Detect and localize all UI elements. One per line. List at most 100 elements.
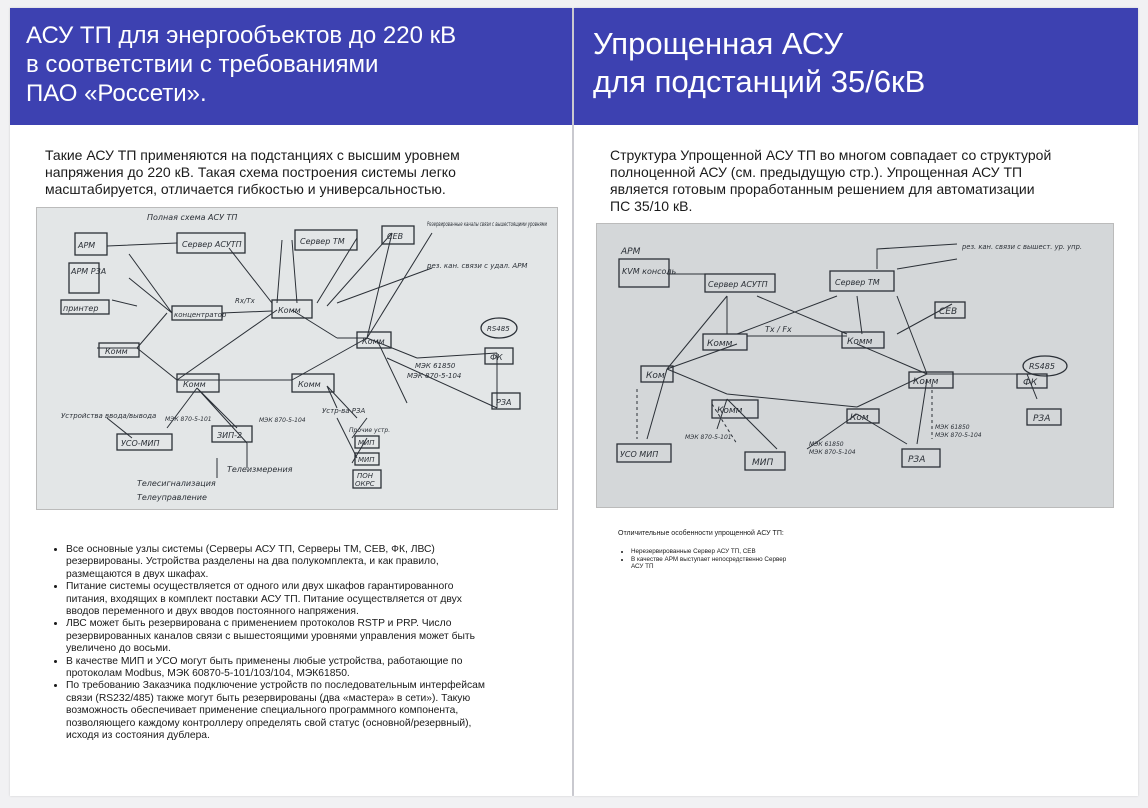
bullet-item: ЛВС может быть резервирована с применени… [66,618,566,655]
bullet-line: позволяющего каждому контроллеру определ… [66,717,472,729]
feature-line: В качестве АРМ выступает непосредственно… [631,555,787,563]
label-kvm: KVM консоль [622,267,677,276]
bullet-line: размещаются в двух шкафах. [66,568,209,580]
node-rs485 [1022,355,1068,377]
node-uso-mip [116,433,173,451]
bullet-item: Питание системы осуществляется от одного… [66,581,566,618]
label-server-asutp: Сервер АСУТП [708,280,768,289]
label-reserve-top: Резервированные каналы связи с вышестоящ… [427,221,547,228]
node-arm2 [68,262,100,294]
bullet-item: В качестве МИП и УСО могут быть применен… [66,656,566,681]
intro-line: Такие АСУ ТП применяются на подстанциях … [45,147,460,163]
node-komm4 [711,399,759,419]
left-bullet-list: Все основные узлы системы (Серверы АСУ Т… [50,544,566,743]
label-mek870: МЭК 870-5-104 [407,372,461,380]
right-title-line: Упрощенная АСУ [593,26,843,61]
diagram-header-note: Полная схема АСУ ТП [147,213,237,222]
feature-line: АСУ ТП [631,563,654,570]
label-mip: ЗИП-2 [217,431,242,440]
node-komm6 [908,371,954,389]
intro-line: масштабируется, отличается гибкостью и у… [45,181,446,197]
label-server-tm: Сервер ТМ [835,278,880,287]
bullet-line: Все основные узлы системы (Серверы АСУ Т… [66,544,435,555]
feature-item: В качестве АРМ выступает непосредственно… [631,556,786,571]
node-fk [484,347,514,365]
node-arm1 [74,232,108,256]
label-sev: СЕВ [387,232,403,241]
label-komm6: Комм [913,377,939,387]
node-komm5 [846,408,880,424]
features-list: Нерезервированные Сервер АСУ ТП, СЕВ В к… [622,548,786,571]
dashed-wires [636,384,933,445]
label-txrx: Rx/Tx [235,297,256,305]
node-mip1 [354,435,380,449]
label-komm-c: Комм [278,306,301,315]
label-mek61850b: МЭК 61850 [935,424,970,431]
feature-item: Нерезервированные Сервер АСУ ТП, СЕВ [631,548,786,556]
label-okrs: ОКРС [355,480,375,488]
diagram-boxes [616,258,1068,471]
node-server-tm [294,229,358,251]
label-rza: РЗА [496,398,511,407]
bullet-line: резервированы. Устройства разделены на д… [66,556,439,568]
node-konc [171,305,223,321]
feature-line: Нерезервированные Сервер АСУ ТП, СЕВ [631,548,756,555]
left-title-line: АСУ ТП для энергообъектов до 220 кВ [26,22,457,49]
label-mek101: МЭК 870-5-101 [165,416,212,423]
label-mek104b: МЭК 870-5-104 [935,432,982,439]
bullet-line: Питание системы осуществляется от одного… [66,581,454,593]
label-komm1: Комм [707,339,733,349]
intro-line: ПС 35/10 кВ. [610,198,693,214]
diagram-labels: АРМ KVM консоль Сервер АСУТП Сервер ТМ С… [620,243,1082,468]
node-komm-r [356,331,392,349]
bullet-line: вводов переменного и двух вводов постоян… [66,606,359,618]
label-komm-m1: Комм [183,380,206,389]
label-ustr-rza: Устр-ва РЗА [322,407,366,415]
label-uso-mip: УСО-МИП [121,439,160,448]
node-rza-b [901,448,941,468]
node-sev [381,225,415,245]
label-komm5: Ком [850,413,869,423]
node-kvm [618,258,670,288]
right-hand-drawn-diagram: АРМ KVM консоль Сервер АСУТП Сервер ТМ С… [616,243,1082,471]
label-sev: СЕВ [939,307,957,317]
node-server-asutp [704,273,776,293]
label-mip1: МИП [358,439,375,447]
bullet-item: Все основные узлы системы (Серверы АСУ Т… [66,544,566,581]
left-title-line: ПАО «Россети». [26,80,207,107]
intro-line: полноценной АСУ (см. предыдущую стр.). У… [610,164,1023,180]
node-komm1 [702,333,748,351]
right-intro: Структура Упрощенной АСУ ТП во многом со… [610,147,1110,215]
node-mip [211,425,253,443]
bullet-line: По требованию Заказчика подключение устр… [66,680,485,692]
label-txfx: Tx / Fx [765,325,792,334]
label-komm3: Ком [646,371,665,381]
node-pon-okrs [352,469,382,489]
node-server-tm [829,270,895,292]
node-printer [60,299,110,315]
label-server-tm: Сервер ТМ [300,237,345,246]
label-telecontrol: Телеуправление [137,493,207,502]
bullet-line: питания, входящих в комплект поставки АС… [66,593,462,605]
label-mek61850: МЭК 61850 [415,362,456,370]
label-uso-mip: УСО МИП [620,450,658,459]
intro-line: Структура Упрощенной АСУ ТП во многом со… [610,147,1052,163]
label-arm1: АРМ [77,241,95,250]
label-arm2: АРМ РЗА [70,267,106,276]
label-telemetry: Телеизмерения [227,465,293,474]
label-komm-m2: Комм [298,380,321,389]
label-pon: ПОН [357,472,374,480]
node-komm-l [98,342,140,358]
node-uso-mip [616,443,672,463]
node-komm-c [271,299,313,319]
node-rs485 [480,317,518,339]
node-komm3 [640,365,674,383]
node-mip2 [354,452,380,466]
node-komm-m2 [291,373,335,393]
node-rza-r [1026,408,1062,426]
left-title-line: в соответствии с требованиями [26,51,379,78]
bullet-line: возможность обеспечивает применение спец… [66,705,459,717]
right-diagram-photo: АРМ KVM консоль Сервер АСУТП Сервер ТМ С… [596,223,1114,508]
bullet-line: увеличено до восьми. [66,643,171,655]
node-sev [934,301,966,319]
